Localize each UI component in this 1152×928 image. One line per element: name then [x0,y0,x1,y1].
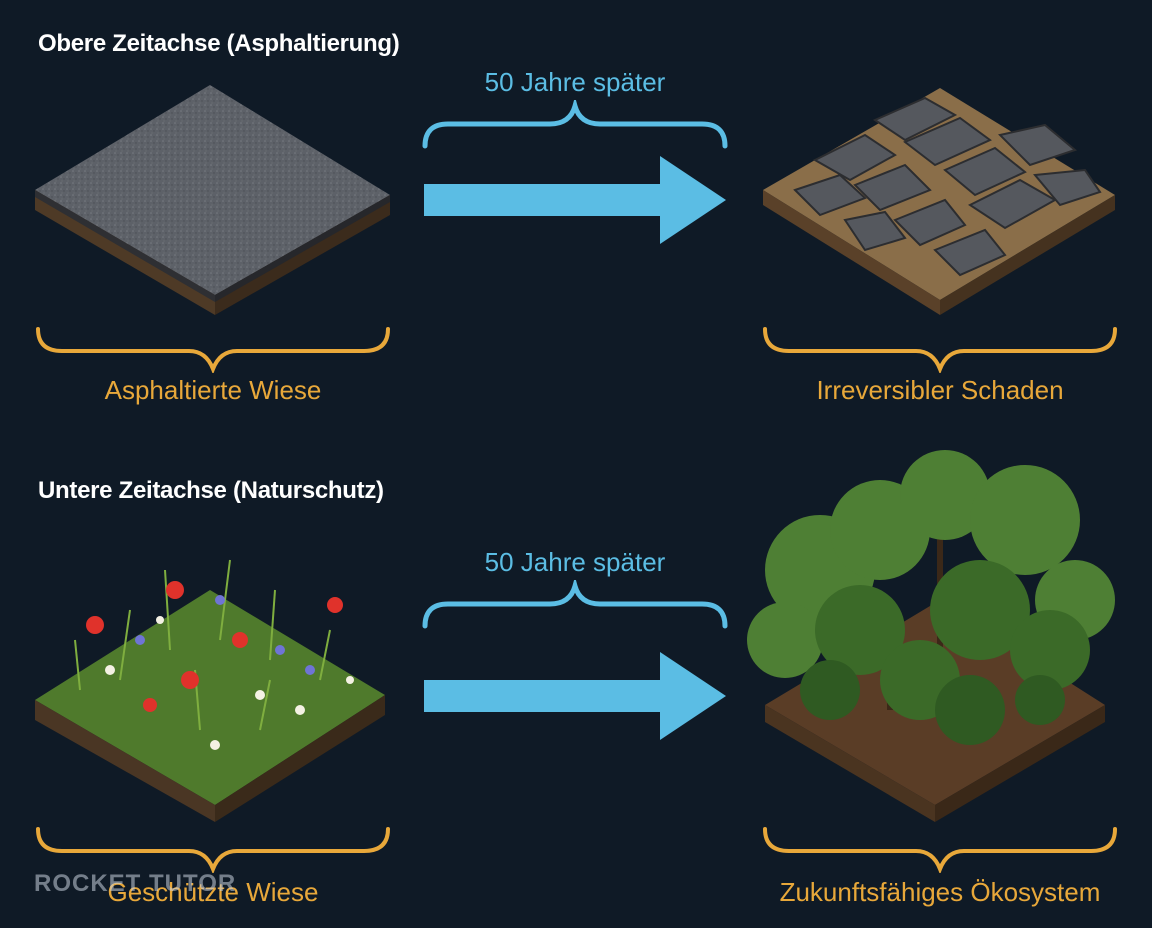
bottom-left-brace [36,827,390,873]
cracked-asphalt-illustration [763,88,1115,315]
bottom-right-brace [763,827,1117,873]
asphalt-block-illustration [35,85,390,315]
forest-block-illustration [747,450,1115,822]
top-transition-arrow [422,100,728,244]
bottom-timeline-heading: Untere Zeitachse (Naturschutz) [38,477,384,504]
top-right-label: Irreversibler Schaden [816,375,1064,405]
top-left-label: Asphaltierte Wiese [104,375,322,405]
bottom-arrow-label: 50 Jahre später [484,547,666,577]
watermark-logo: ROCKET TUTOR [34,870,237,897]
top-arrow-label: 50 Jahre später [484,67,666,97]
meadow-block-illustration [35,559,385,822]
top-left-brace [36,327,390,373]
top-right-brace [763,327,1117,373]
bottom-left-label: Geschützte Wiese [107,877,319,907]
top-timeline-heading: Obere Zeitachse (Asphaltierung) [38,30,400,57]
bottom-right-label: Zukunftsfähiges Ökosystem [779,877,1101,907]
bottom-transition-arrow [422,580,728,740]
